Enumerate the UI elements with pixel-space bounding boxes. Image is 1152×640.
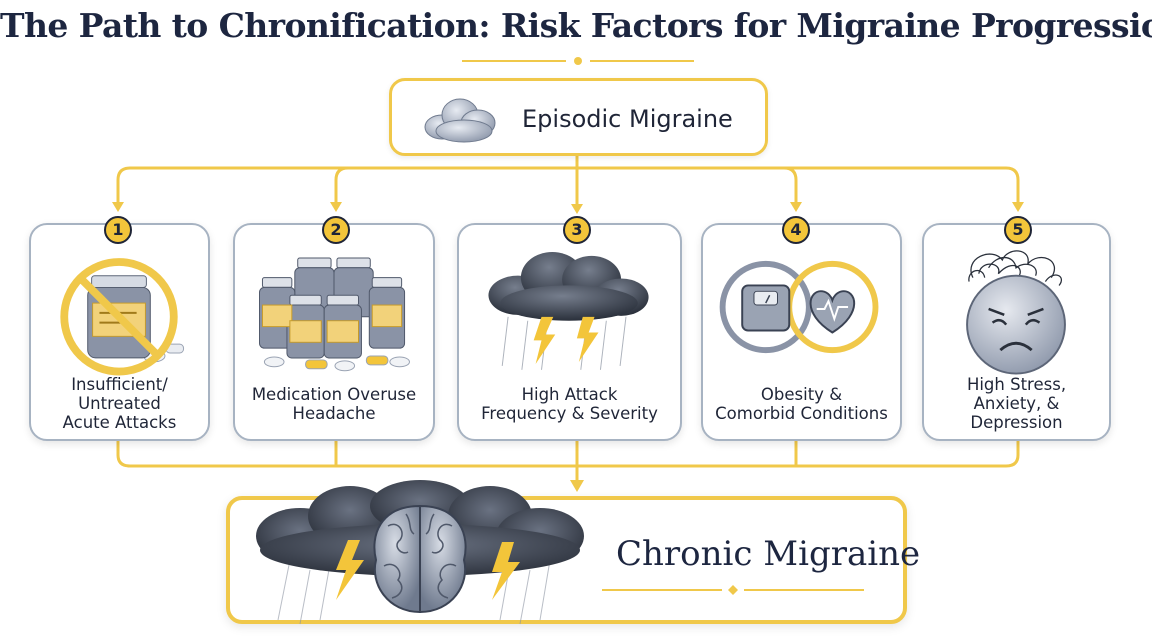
divider-ornament <box>602 585 864 595</box>
risk-factor-card-5: High Stress, Anxiety, & Depression <box>922 223 1111 441</box>
risk-factor-card-1: Insufficient/ Untreated Acute Attacks <box>29 223 210 441</box>
episodic-migraine-node: Episodic Migraine <box>389 78 768 156</box>
risk-factor-label-1: Insufficient/ Untreated Acute Attacks <box>62 375 177 432</box>
risk-factor-label-5: High Stress, Anxiety, & Depression <box>966 375 1067 432</box>
step-badge-3: 3 <box>563 216 591 244</box>
risk-factor-label-4: Obesity & Comorbid Conditions <box>715 385 888 423</box>
cloud-icon <box>424 98 496 143</box>
episodic-migraine-label: Episodic Migraine <box>522 105 733 133</box>
crossed-out-pill-bottle-icon <box>60 258 185 376</box>
diagram-title: The Path to Chronification: Risk Factors… <box>0 6 1152 45</box>
step-badge-4: 4 <box>782 216 810 244</box>
scale-and-heart-icon <box>719 260 879 354</box>
step-badge-1: 1 <box>104 216 132 244</box>
risk-factor-label-2: Medication Overuse Headache <box>251 385 417 423</box>
risk-factor-card-3: High Attack Frequency & Severity <box>457 223 682 441</box>
risk-factor-card-2: Medication Overuse Headache <box>233 223 435 441</box>
risk-factor-label-3: High Attack Frequency & Severity <box>481 385 658 423</box>
chronic-migraine-label: Chronic Migraine <box>616 534 921 574</box>
storm-cloud-icon <box>488 251 649 370</box>
risk-factor-card-4: Obesity & Comorbid Conditions <box>701 223 902 441</box>
chronic-migraine-node: Chronic Migraine <box>226 480 920 625</box>
step-badge-2: 2 <box>322 216 350 244</box>
stressed-face-icon <box>966 250 1066 375</box>
step-badge-5: 5 <box>1004 216 1032 244</box>
brain-storm-icon <box>256 480 584 625</box>
pill-bottles-icon <box>259 257 410 372</box>
